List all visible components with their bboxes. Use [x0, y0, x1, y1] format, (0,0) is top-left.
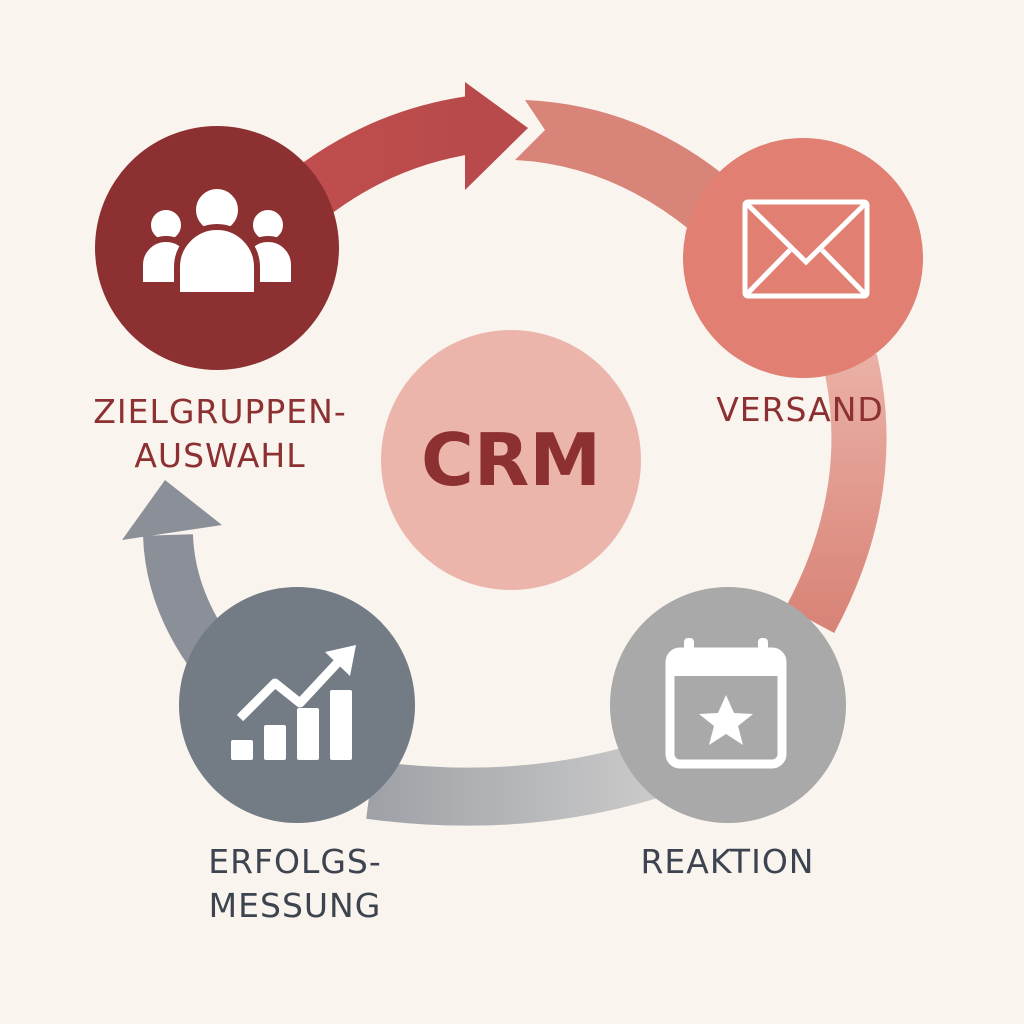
step-label-versand: VERSAND	[716, 390, 884, 429]
center-circle	[381, 330, 641, 590]
growth-chart-icon	[231, 645, 356, 760]
step-label-erfolgsmessung: ERFOLGS- MESSUNG	[145, 840, 445, 928]
arrow-segment-top-right	[515, 100, 730, 230]
calendar-star-icon	[665, 638, 787, 769]
step-label-line: AUSWAHL	[134, 436, 306, 475]
center-label: CRM	[421, 418, 601, 502]
step-label-line: MESSUNG	[208, 886, 382, 925]
step-label-line: ZIELGRUPPEN-	[93, 392, 347, 431]
envelope-icon	[742, 199, 870, 299]
arrow-to-versand	[270, 82, 528, 233]
arrow-segment-bottom	[366, 742, 659, 826]
step-label-line: ERFOLGS-	[208, 842, 382, 881]
step-label-reaktion: REAKTION	[640, 842, 815, 881]
step-label-zielgruppen: ZIELGRUPPEN- AUSWAHL	[60, 390, 380, 478]
arrow-segment-right	[785, 353, 887, 634]
users-icon	[137, 183, 297, 298]
